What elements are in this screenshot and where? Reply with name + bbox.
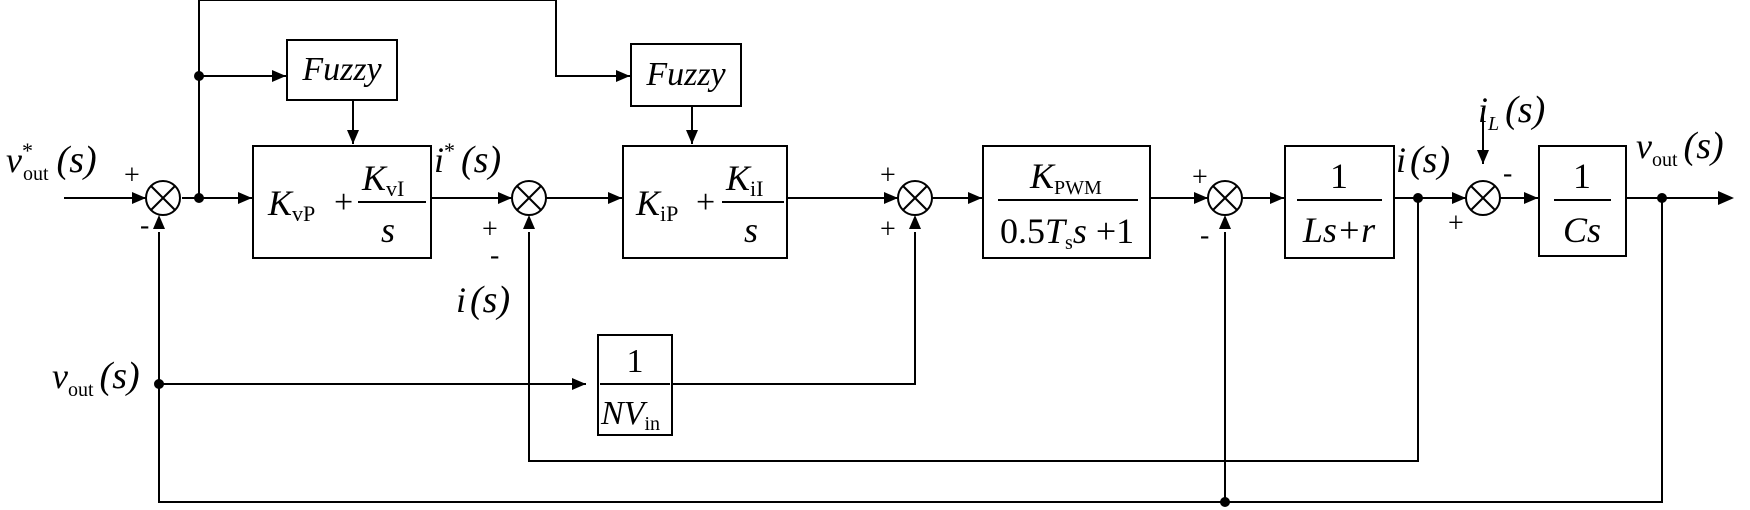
- sum3-plus-top-sign: +: [880, 160, 896, 191]
- summing-junction-5: [1465, 180, 1501, 216]
- summing-junction-2: [511, 180, 547, 216]
- label-vout-feedback: vout(s): [52, 355, 140, 401]
- pi-current-ki: KiI: [725, 158, 763, 201]
- feedforward-output-wire: [673, 232, 916, 385]
- arrow-into-sum1: [132, 192, 146, 204]
- arrow-into-pwm: [968, 192, 982, 204]
- arrow-into-sum3-bottom: [909, 215, 921, 229]
- fuzzy2-input-wire: [198, 0, 630, 77]
- capacitor-block: 1 Cs: [1538, 145, 1627, 257]
- arrow-into-sum2: [498, 192, 512, 204]
- arrow-into-feedforward: [572, 378, 586, 390]
- sum5-minus-sign: -: [1503, 158, 1512, 189]
- feedforward-block: 1 NVin: [597, 334, 673, 436]
- fuzzy-label: Fuzzy: [301, 51, 382, 88]
- junction-current: [1413, 193, 1423, 203]
- pi-voltage-den: s: [381, 210, 395, 250]
- summing-junction-4: [1207, 180, 1243, 216]
- voltage-feedback-wire: [158, 198, 1663, 503]
- arrow-into-pi-voltage-top: [347, 130, 359, 144]
- arrow-into-sum4: [1194, 192, 1208, 204]
- sum4-minus-sign: -: [1200, 220, 1209, 251]
- arrow-into-inductor: [1270, 192, 1284, 204]
- junction-dots: [154, 71, 1667, 507]
- junction-vout-bottom: [1220, 497, 1230, 507]
- arrow-into-pi-current-top: [686, 130, 698, 144]
- pwm-numerator: KPWM: [1029, 156, 1102, 199]
- arrowheads: [132, 70, 1734, 390]
- junction-vout: [1657, 193, 1667, 203]
- capacitor-denominator: Cs: [1563, 210, 1601, 250]
- junction-fuzzy: [194, 71, 204, 81]
- summing-junction-3: [897, 180, 933, 216]
- sum2-minus-sign: -: [490, 240, 499, 271]
- pi-current-kp: KiP: [635, 183, 678, 226]
- label-inductor-current: i(s): [1396, 139, 1450, 181]
- inductor-denominator: Ls+r: [1302, 210, 1376, 250]
- arrow-into-sum2-bottom: [523, 215, 535, 229]
- current-feedback-wire: [528, 198, 1419, 462]
- pi-voltage-ki: KvI: [361, 158, 404, 201]
- pwm-denominator: 0.5Tss +1: [1000, 211, 1134, 254]
- pi-voltage-kp: KvP: [267, 183, 315, 226]
- sum2-plus-sign: +: [482, 214, 498, 245]
- fuzzy-block-voltage: Fuzzy: [286, 39, 398, 101]
- pi-voltage-plus: +: [334, 184, 353, 221]
- label-vout-output: vout(s): [1636, 125, 1724, 171]
- pi-voltage-controller: KvP + KvI s: [252, 145, 432, 259]
- arrow-into-pi-voltage: [238, 192, 252, 204]
- pi-current-plus: +: [696, 184, 715, 221]
- arrow-into-sum5: [1452, 192, 1466, 204]
- sum5-plus-sign: +: [1448, 208, 1464, 239]
- pwm-block: KPWM 0.5Tss +1: [982, 145, 1151, 259]
- label-vout-reference: v*out(s): [6, 138, 97, 185]
- inductor-block: 1 Ls+r: [1284, 145, 1395, 259]
- label-current-feedback: i(s): [456, 279, 510, 321]
- arrow-into-pi-current: [608, 192, 622, 204]
- arrow-into-sum4-bottom: [1219, 215, 1231, 229]
- sum3-plus-bottom-sign: +: [880, 214, 896, 245]
- arrow-load-current: [1477, 150, 1489, 164]
- sum4-plus-sign: +: [1192, 162, 1208, 193]
- fuzzy-block-current: Fuzzy: [630, 43, 742, 107]
- label-current-reference: i*(s): [434, 138, 501, 181]
- summing-junction-1: [145, 180, 181, 216]
- junction-vout-feedforward: [154, 379, 164, 389]
- capacitor-numerator: 1: [1573, 156, 1591, 196]
- inductor-numerator: 1: [1330, 156, 1348, 196]
- fuzzy-label: Fuzzy: [645, 56, 726, 93]
- junction-error: [194, 193, 204, 203]
- arrow-into-sum3: [884, 192, 898, 204]
- arrow-into-capacitor: [1524, 192, 1538, 204]
- arrow-output: [1718, 191, 1734, 205]
- label-load-current: iL(s): [1478, 89, 1545, 135]
- sum1-minus-sign: -: [140, 210, 149, 241]
- pi-current-den: s: [744, 210, 758, 250]
- arrow-into-fuzzy1: [272, 70, 286, 82]
- sum1-plus-sign: +: [124, 160, 140, 191]
- sign-labels: + - + - + + + - + -: [124, 158, 1512, 271]
- feedforward-denominator: NVin: [600, 395, 660, 435]
- arrow-into-sum1-bottom: [153, 215, 165, 229]
- arrow-into-fuzzy2: [616, 70, 630, 82]
- feedforward-numerator: 1: [627, 343, 644, 380]
- pi-current-controller: KiP + KiI s: [622, 145, 788, 259]
